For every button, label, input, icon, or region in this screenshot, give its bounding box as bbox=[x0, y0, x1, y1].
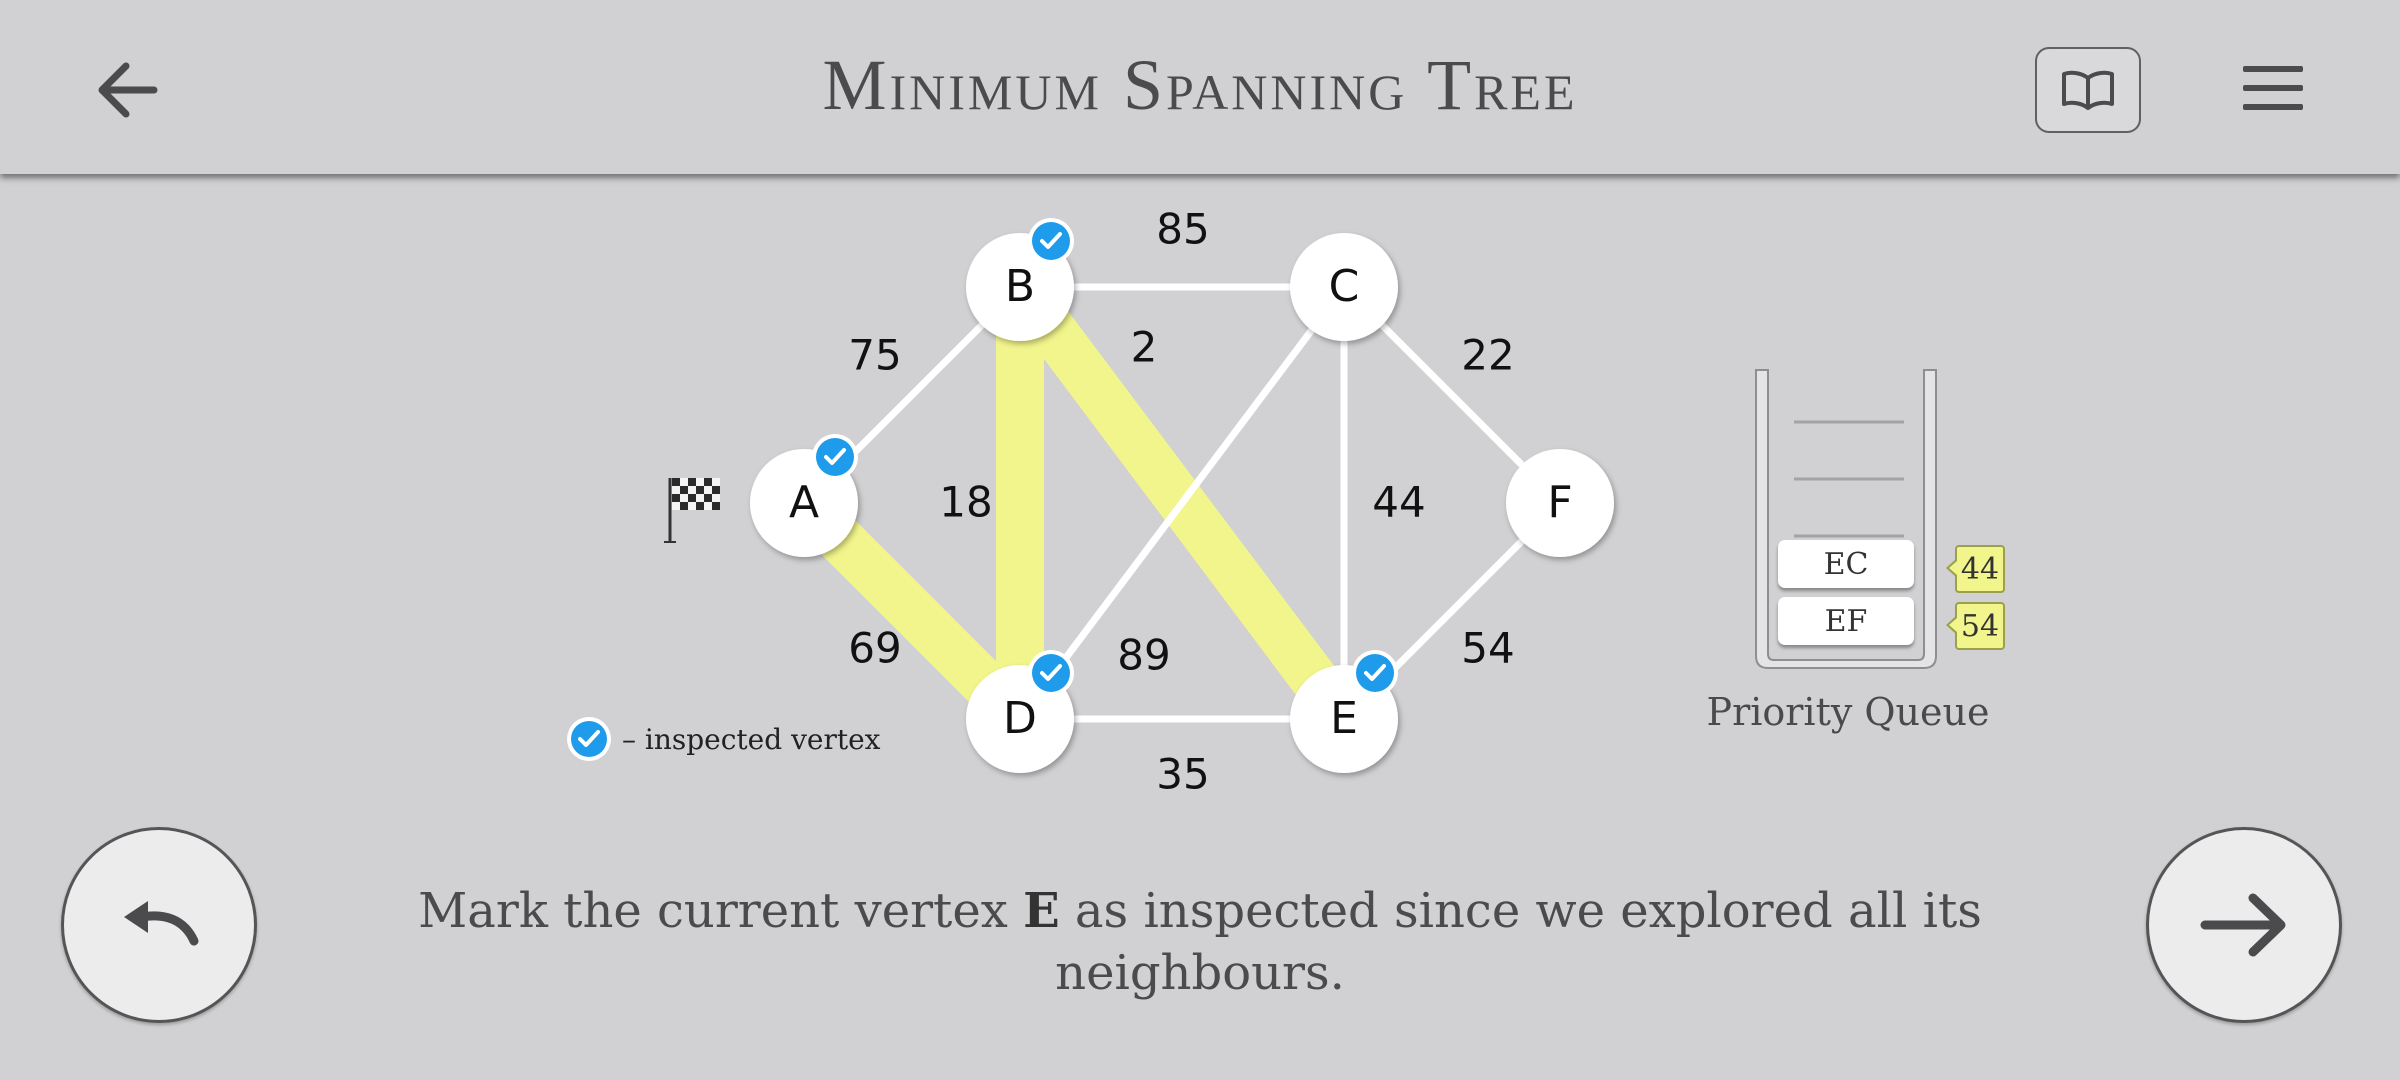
vertex-label: F bbox=[1547, 477, 1572, 528]
hamburger-menu-icon bbox=[2243, 66, 2303, 110]
vertex-label: D bbox=[1003, 693, 1037, 744]
instruction-message: Mark the current vertex E as inspected s… bbox=[380, 880, 2020, 1004]
next-button[interactable] bbox=[2146, 827, 2342, 1023]
edge-weight-label: 2 bbox=[1131, 323, 1158, 372]
vertex-D[interactable]: D bbox=[966, 650, 1074, 773]
menu-button[interactable] bbox=[2240, 60, 2306, 116]
edge-weight-label: 75 bbox=[848, 331, 901, 380]
edge-weight-label: 22 bbox=[1461, 331, 1514, 380]
vertex-label: C bbox=[1329, 261, 1360, 312]
arrow-right-icon bbox=[2200, 893, 2286, 957]
edge-weight-label: 35 bbox=[1156, 750, 1209, 799]
edge-weight-label: 44 bbox=[1372, 478, 1425, 527]
edge-DC bbox=[1017, 284, 1347, 722]
arrow-left-icon bbox=[98, 62, 158, 118]
check-circle-icon bbox=[1352, 650, 1398, 696]
vertex-label: A bbox=[789, 477, 819, 528]
priority-queue-container: EC EF bbox=[1752, 366, 1942, 670]
vertex-E[interactable]: E bbox=[1290, 650, 1398, 773]
edge-weight-label: 85 bbox=[1156, 205, 1209, 254]
check-circle-icon bbox=[1028, 650, 1074, 696]
check-circle-icon bbox=[567, 717, 611, 761]
priority-queue-label: Priority Queue bbox=[1706, 690, 1990, 734]
vertex-C[interactable]: C bbox=[1290, 233, 1398, 341]
vertex-F[interactable]: F bbox=[1506, 449, 1614, 557]
back-button[interactable] bbox=[92, 58, 160, 122]
edge-weight-label: 89 bbox=[1117, 631, 1170, 680]
book-icon bbox=[2062, 70, 2114, 110]
check-circle-icon bbox=[1028, 218, 1074, 264]
check-circle-icon bbox=[812, 434, 858, 480]
checkered-flag-icon bbox=[664, 478, 720, 543]
header-bar: Minimum Spanning Tree bbox=[0, 0, 2400, 174]
queue-priority-badge: 44 bbox=[1946, 545, 2005, 593]
legend: – inspected vertex bbox=[566, 716, 880, 762]
page-title: Minimum Spanning Tree bbox=[822, 45, 1578, 125]
queue-item: EC bbox=[1778, 540, 1914, 588]
vertex-label: E bbox=[1330, 693, 1358, 744]
undo-icon bbox=[124, 901, 199, 946]
vertex-A[interactable]: A bbox=[750, 434, 858, 557]
book-button[interactable] bbox=[2035, 47, 2141, 133]
message-suffix: as inspected since we explored all its n… bbox=[1055, 883, 1982, 1001]
queue-priority-badge: 54 bbox=[1946, 602, 2005, 650]
queue-item: EF bbox=[1778, 597, 1914, 645]
vertex-label: B bbox=[1005, 261, 1035, 312]
message-prefix: Mark the current vertex bbox=[418, 883, 1024, 939]
message-vertex: E bbox=[1023, 883, 1060, 939]
legend-text: – inspected vertex bbox=[622, 722, 881, 756]
edge-weight-label: 54 bbox=[1461, 624, 1514, 673]
edge-weight-label: 18 bbox=[939, 478, 992, 527]
vertex-B[interactable]: B bbox=[966, 218, 1074, 341]
undo-button[interactable] bbox=[61, 827, 257, 1023]
edge-weight-label: 69 bbox=[848, 624, 901, 673]
